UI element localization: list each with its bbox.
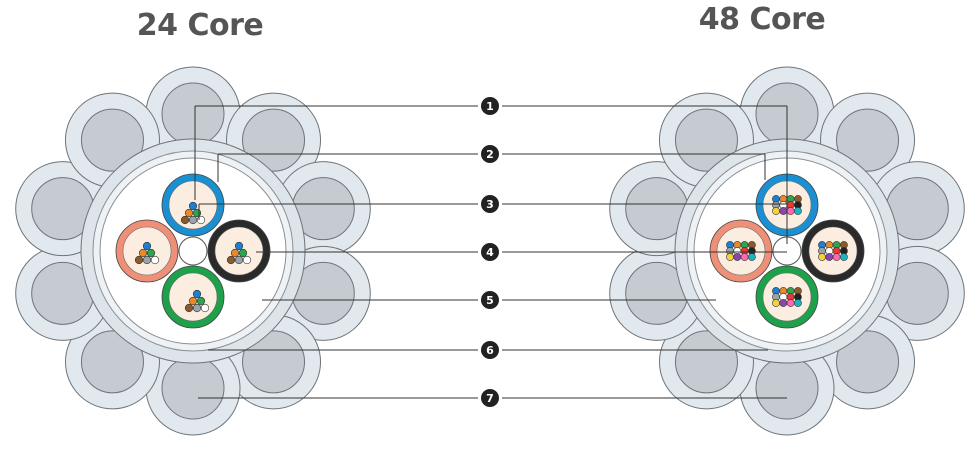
optical-fiber (230, 248, 240, 258)
optical-fiber (772, 299, 780, 307)
optical-fiber (238, 248, 248, 258)
callout-number-7: 7 (486, 392, 494, 405)
optical-fiber (733, 253, 742, 261)
title-48-core: 48 Core (698, 2, 826, 37)
optical-fiber (188, 201, 198, 211)
optical-fiber (188, 296, 198, 306)
optical-fiber (150, 255, 160, 265)
optical-fiber (180, 215, 190, 225)
callout-dot-4 (481, 243, 499, 261)
optical-fiber (234, 241, 244, 251)
callout-number-2: 2 (486, 148, 494, 161)
optical-fiber (726, 253, 734, 261)
leader-lines (194, 105, 788, 399)
optical-fiber (188, 215, 198, 225)
callout-dot-1 (481, 97, 499, 115)
optical-fiber (818, 253, 826, 261)
central-strength-member (178, 236, 208, 266)
armor-strand-wire (242, 330, 306, 394)
callout-number-1: 1 (486, 100, 494, 113)
armor-strand-wire (836, 330, 900, 394)
armor-strand-wire (161, 356, 225, 420)
optical-fiber (234, 255, 244, 265)
armor-strand-wire (755, 356, 819, 420)
callout-dot-2 (481, 145, 499, 163)
armor-strand-wire (80, 108, 144, 172)
optical-fiber (142, 255, 152, 265)
callout-markers: 1 2 3 4 5 6 7 (481, 97, 499, 407)
armor-strand-wire (80, 330, 144, 394)
optical-fiber (772, 207, 780, 215)
loose-tube-black-core (214, 226, 264, 276)
callout-dot-6 (481, 341, 499, 359)
optical-fiber (786, 207, 795, 215)
optical-fiber (134, 255, 144, 265)
optical-fiber (142, 241, 152, 251)
armor-strand-wire (836, 108, 900, 172)
armor-strand-wire (242, 108, 306, 172)
optical-fiber (840, 253, 848, 261)
optical-fiber (748, 253, 756, 261)
loose-tube-orange-core (122, 226, 172, 276)
callout-dot-5 (481, 291, 499, 309)
optical-fiber (146, 248, 156, 258)
optical-fiber (192, 208, 202, 218)
optical-fiber (779, 299, 788, 307)
optical-fiber (184, 208, 194, 218)
optical-fiber (200, 303, 210, 313)
cable-48-core (609, 66, 965, 436)
optical-fiber (196, 215, 206, 225)
optical-fiber (226, 255, 236, 265)
callout-dot-3 (481, 195, 499, 213)
callout-number-4: 4 (486, 246, 494, 259)
optical-fiber (740, 253, 749, 261)
optical-fiber (832, 253, 841, 261)
title-24-core: 24 Core (136, 8, 264, 43)
callout-number-5: 5 (486, 294, 494, 307)
optical-fiber (779, 207, 788, 215)
optical-fiber (192, 303, 202, 313)
armor-strand-wire (161, 82, 225, 146)
optical-fiber (196, 296, 206, 306)
optical-fiber (138, 248, 148, 258)
optical-fiber (184, 303, 194, 313)
armor-strand-wire (674, 330, 738, 394)
callout-number-6: 6 (486, 344, 494, 357)
optical-fiber (794, 299, 802, 307)
callout-dot-7 (481, 389, 499, 407)
optical-fiber (825, 253, 834, 261)
optical-fiber (192, 289, 202, 299)
optical-fiber (786, 299, 795, 307)
armor-strand-wire (674, 108, 738, 172)
optical-fiber (794, 207, 802, 215)
callout-number-3: 3 (486, 198, 494, 211)
cable-24-core (15, 66, 371, 436)
optical-fiber (242, 255, 252, 265)
